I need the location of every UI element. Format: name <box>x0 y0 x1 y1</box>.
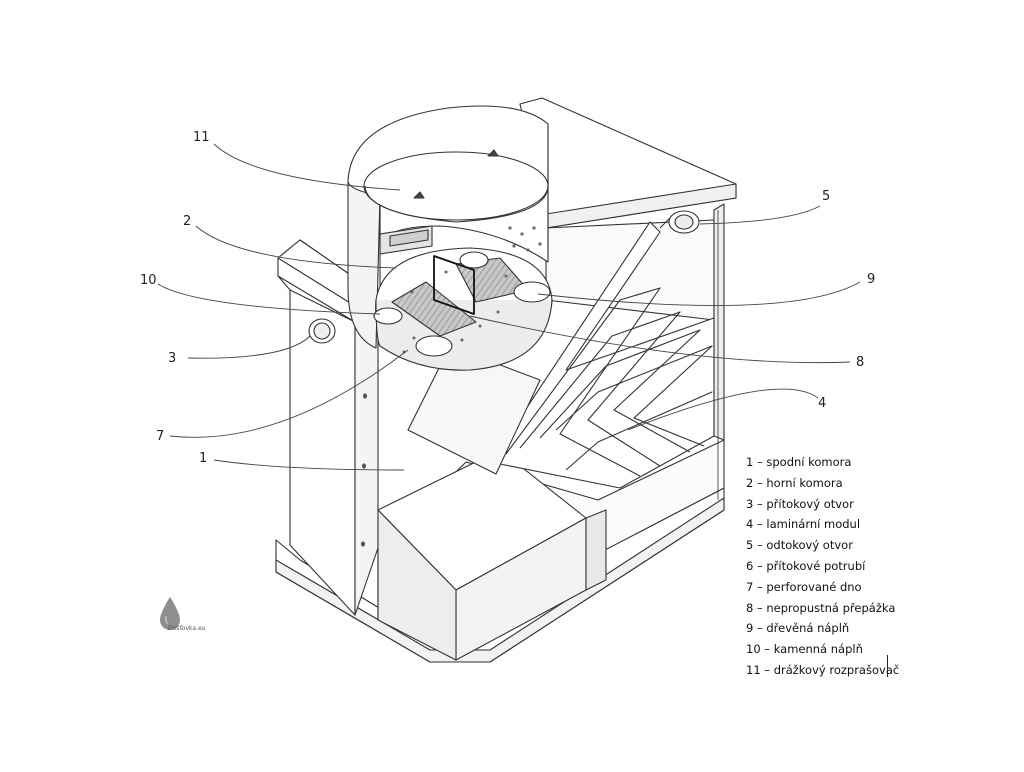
callout-8: 8 <box>856 355 865 370</box>
inlet-opening-inner <box>313 322 331 340</box>
callout-11: 11 <box>193 130 210 145</box>
sprinkler-rim <box>364 185 549 223</box>
callout-3: 3 <box>168 351 177 366</box>
leader-1 <box>213 459 405 471</box>
legend-item-10: 10 – kamenná náplň <box>746 642 863 657</box>
leader-4 <box>627 388 819 431</box>
callout-4: 4 <box>818 396 827 411</box>
bottom-disk-left <box>373 307 403 325</box>
legend-item-6: 6 – přítokové potrubí <box>746 558 866 573</box>
legend-item-5: 5 – odtokový otvor <box>746 538 853 553</box>
leader-10 <box>157 283 381 315</box>
leader-8 <box>469 315 851 364</box>
legend-item-7: 7 – perforované dno <box>746 579 862 594</box>
callout-10: 10 <box>140 273 157 288</box>
legend: 1 – spodní komora 2 – horní komora 3 – p… <box>746 455 900 684</box>
bottom-disk-back <box>459 251 489 269</box>
laminar-plate-4 <box>555 345 713 447</box>
tank-base-bottom <box>275 497 725 663</box>
legend-item-1: 1 – spodní komora <box>746 455 852 469</box>
legend-cursor-mark <box>887 655 888 677</box>
laminar-plate-5 <box>565 391 713 471</box>
divider-block-side <box>377 509 457 661</box>
callout-9: 9 <box>867 272 876 287</box>
plate-edge <box>277 275 291 291</box>
panel-screws <box>361 393 367 547</box>
legend-item-2: 2 – horní komora <box>746 475 843 490</box>
front-wall-panel <box>354 309 379 616</box>
leader-2 <box>195 225 397 269</box>
outlet-pipe-edge <box>659 217 671 229</box>
callout-5: 5 <box>822 189 831 204</box>
upper-chamber-wall <box>347 181 381 349</box>
laminar-module-frame <box>499 221 715 489</box>
legend-item-8: 8 – nepropustná přepážka <box>746 600 896 615</box>
legend-item-11: 11 – drážkový rozprašovač <box>746 662 900 677</box>
bracket-inner <box>389 229 429 247</box>
leader-11 <box>213 143 401 191</box>
legend-item-3: 3 – přítokový otvor <box>746 496 854 511</box>
outlet-pipe-inner <box>674 214 694 230</box>
leader-9 <box>537 281 861 306</box>
leader-7 <box>169 349 409 438</box>
stone-fill <box>391 281 477 337</box>
legend-item-9: 9 – dřevěná náplň <box>746 621 850 636</box>
legend-item-4: 4 – laminární modul <box>746 517 861 532</box>
leader-lines <box>157 143 861 471</box>
bottom-disk-front <box>415 335 453 357</box>
sprinkler-handle-1 <box>487 149 499 157</box>
raindrop-icon <box>160 597 180 630</box>
impermeable-partition <box>433 255 475 315</box>
laminar-plate-1 <box>505 287 661 477</box>
divider-wall <box>585 509 607 591</box>
bottom-disk-right <box>513 281 551 303</box>
inlet-pipe <box>407 345 541 475</box>
callout-1: 1 <box>199 451 208 466</box>
watermark-text: Dešťovka.eu <box>168 625 206 632</box>
leader-5 <box>699 205 821 225</box>
callout-7: 7 <box>156 429 165 444</box>
leader-3 <box>187 335 311 359</box>
right-outer-wall <box>713 203 725 441</box>
sprinkler-handle-2 <box>413 191 425 199</box>
callout-2: 2 <box>183 214 192 229</box>
